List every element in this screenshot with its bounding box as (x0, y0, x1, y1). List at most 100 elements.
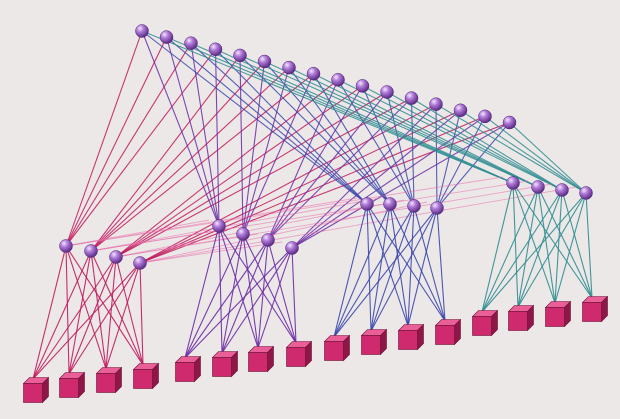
core-aggregation-link (337, 79, 563, 191)
aggregation-edge-link (366, 203, 409, 327)
edge-device-layer (22, 295, 609, 404)
core-switch-node (404, 91, 419, 105)
aggregation-edge-link (65, 245, 70, 375)
overlay-link (139, 201, 428, 264)
core-aggregation-link (242, 67, 290, 235)
aggregation-switch-node (506, 176, 520, 190)
edge-device-cube (323, 334, 351, 362)
aggregation-edge-link (554, 189, 563, 304)
aggregation-edge-link (370, 207, 438, 332)
core-aggregation-link (166, 36, 514, 184)
aggregation-edge-link (32, 250, 92, 380)
aggregation-switch-node (407, 199, 421, 213)
core-aggregation-link (239, 55, 391, 205)
aggregation-edge-link (512, 182, 556, 304)
core-aggregation-link (141, 30, 514, 184)
aggregation-edge-link (517, 192, 587, 308)
core-aggregation-link (139, 115, 486, 264)
core-aggregation-link (264, 61, 539, 188)
aggregation-edge-link (32, 262, 141, 380)
core-switch-node (478, 109, 492, 124)
aggregation-switch-node (531, 180, 545, 194)
core-aggregation-link (386, 91, 563, 191)
aggregation-edge-link (389, 203, 409, 327)
aggregation-edge-link (333, 207, 438, 338)
core-aggregation-link (190, 43, 220, 227)
aggregation-switch-node (555, 183, 569, 197)
core-aggregation-link (115, 79, 339, 258)
core-switch-node (159, 30, 174, 44)
core-aggregation-link (313, 73, 391, 205)
core-aggregation-link (291, 115, 486, 249)
core-aggregation-link (90, 61, 265, 252)
aggregation-edge-link (537, 186, 556, 304)
core-aggregation-link (267, 97, 412, 241)
aggregation-edge-link (561, 189, 593, 299)
aggregation-edge-link (115, 256, 144, 366)
core-aggregation-link (90, 73, 314, 252)
aggregation-edge-link (218, 225, 297, 344)
core-switch-node (380, 85, 394, 99)
edge-device-cube (22, 376, 50, 404)
aggregation-edge-link (257, 239, 269, 349)
core-aggregation-link (267, 85, 363, 241)
core-aggregation-link (65, 36, 167, 247)
aggregation-switch-node (59, 239, 73, 253)
aggregation-switch-node (261, 233, 275, 247)
edge-device-cube (211, 350, 239, 378)
aggregation-switch-node (383, 197, 397, 211)
core-switch-node (502, 115, 517, 130)
overlay-link (90, 197, 381, 252)
core-switch-node (135, 24, 149, 38)
aggregation-edge-link (407, 207, 438, 327)
core-aggregation-link (214, 49, 220, 227)
aggregation-switch-node (360, 197, 374, 211)
aggregation-edge-link (585, 192, 593, 299)
core-aggregation-link (484, 115, 587, 194)
link-layer (32, 30, 593, 380)
edge-device-cube (434, 318, 462, 346)
aggregation-edge-link (267, 239, 297, 344)
edge-device-cube (507, 304, 535, 332)
aggregation-switch-node (430, 201, 444, 215)
aggregation-edge-link (517, 189, 563, 308)
core-aggregation-link (65, 30, 143, 247)
core-switch-node (453, 103, 468, 118)
overlay-link (65, 176, 504, 247)
switch-node-layer (59, 24, 593, 270)
aggregation-edge-link (242, 233, 297, 344)
core-aggregation-link (411, 97, 563, 191)
overlay-link (90, 180, 529, 252)
aggregation-edge-link (481, 192, 587, 313)
aggregation-edge-link (90, 250, 144, 366)
aggregation-edge-link (184, 247, 293, 359)
core-aggregation-link (242, 61, 266, 235)
edge-device-cube (285, 340, 313, 368)
aggregation-edge-link (537, 186, 593, 299)
aggregation-edge-link (184, 233, 244, 359)
aggregation-edge-link (333, 203, 368, 338)
aggregation-switch-node (579, 186, 593, 200)
edge-device-cube (581, 295, 609, 323)
core-switch-node (233, 48, 247, 63)
core-aggregation-link (166, 36, 368, 205)
aggregation-edge-link (481, 186, 539, 313)
edge-device-cube (132, 362, 160, 390)
overlay-link (139, 241, 283, 264)
aggregation-edge-link (32, 245, 67, 380)
core-aggregation-link (410, 98, 415, 207)
core-aggregation-link (509, 122, 587, 194)
aggregation-edge-link (90, 250, 107, 370)
edge-device-cube (58, 371, 86, 399)
core-aggregation-link (165, 36, 220, 227)
core-aggregation-link (115, 85, 363, 258)
aggregation-edge-link (218, 225, 259, 349)
aggregation-edge-link (32, 256, 117, 380)
aggregation-edge-link (218, 225, 223, 354)
core-aggregation-link (115, 91, 388, 258)
core-aggregation-link (90, 55, 241, 252)
aggregation-edge-link (370, 205, 415, 332)
aggregation-edge-link (512, 182, 593, 299)
aggregation-edge-link (366, 203, 372, 332)
